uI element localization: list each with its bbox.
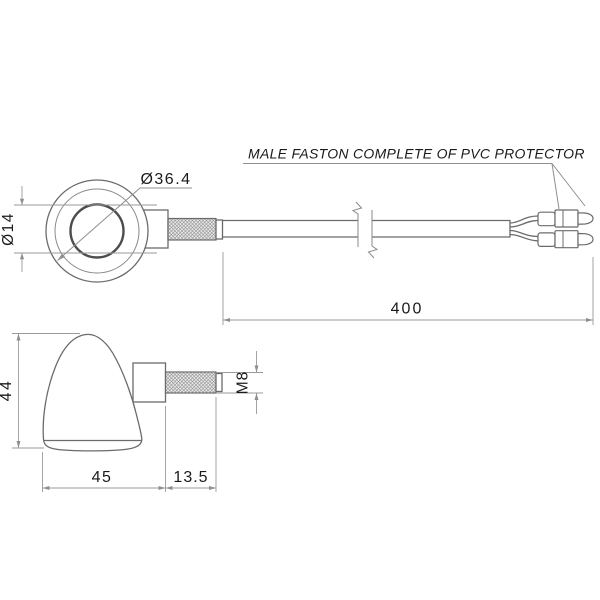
thread-length-label: 13.5 [173,469,208,486]
front-view-thread-tip [215,219,224,240]
side-view-thread [164,371,217,394]
cable-break-left [351,201,363,247]
cable-length-arrow-right [586,318,593,322]
cable-lines [221,219,511,238]
callout-label: MALE FASTON COMPLETE OF PVC PROTECTOR [248,146,585,162]
callout-leader-1 [551,163,560,210]
dimension-lens-diameter: Ø36.4 [57,171,192,261]
wire-upper-b [509,219,539,228]
hole-diameter-arrow-top [19,198,25,205]
lens-middle-circle [54,188,140,274]
thread-size-arrow-top [254,365,259,373]
side-view-mount-block [132,362,167,403]
cable [221,201,539,259]
body-length-extension-lines [42,406,166,492]
cable-length-label: 400 [391,301,424,318]
dimension-body-length: 45 [42,406,166,492]
cable-break-right [367,210,379,259]
hole-diameter-arrow-bottom [19,253,25,260]
callout-male-faston: MALE FASTON COMPLETE OF PVC PROTECTOR [243,146,586,210]
lens-inner-circle [69,203,125,259]
faston-connector-upper [537,209,594,228]
cable-length-arrow-left [223,318,230,322]
thread-length-arrow-right [209,486,216,490]
dimension-cable-length: 400 [222,252,594,325]
thread-size-extension-lines [216,372,263,394]
front-view-thread [167,217,217,241]
hole-diameter-label: Ø14 [0,212,17,246]
height-arrow-top [16,333,21,341]
wire-lower-a [509,229,539,238]
lens-outer-circle [45,179,149,283]
height-label: 44 [0,379,15,402]
dimension-hole-diameter: Ø14 [0,186,157,272]
body-length-label: 45 [92,469,113,486]
lens-diameter-leader [57,187,192,261]
callout-leader-2 [551,163,586,207]
hole-diameter-extension-lines [14,204,157,254]
lens-diameter-arrow [57,253,66,261]
dimension-thread-size: M8 [216,351,263,414]
wire-upper-a [509,215,539,224]
thread-length-arrow-left [165,486,173,490]
front-view [45,179,224,283]
lens-diameter-label: Ø36.4 [140,171,191,188]
body-length-arrow-right [158,486,166,490]
height-arrow-bottom [16,441,21,448]
body-length-arrow-left [42,486,50,490]
dimension-thread-length: 13.5 [165,397,217,492]
height-extension-lines [12,333,80,449]
thread-size-arrow-bottom [254,393,259,400]
side-view-body [42,333,143,452]
wire-lower-b [509,233,539,242]
cable-length-extension-lines [222,252,594,325]
dimension-height: 44 [0,333,80,449]
thread-size-label: M8 [235,371,252,395]
side-view [42,333,223,452]
faston-connector-lower [537,230,594,249]
side-view-thread-tip [215,372,223,393]
